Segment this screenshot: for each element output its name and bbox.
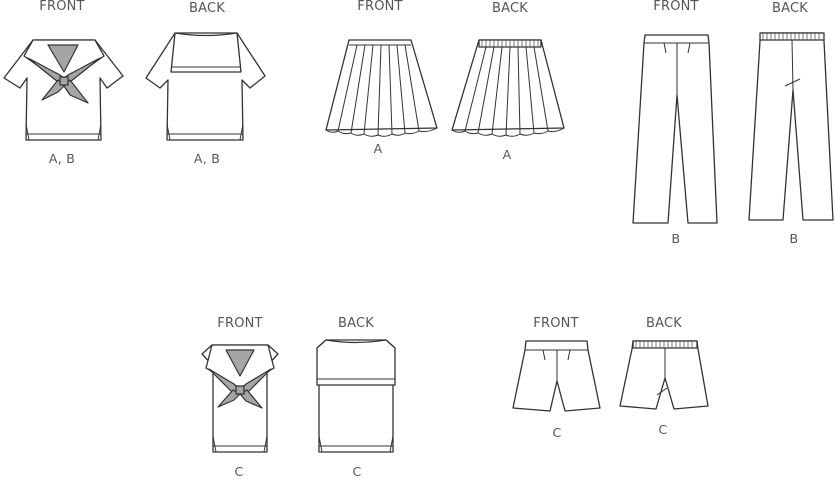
blouse-back-drawing	[145, 32, 266, 141]
skirt-back-heading: BACK	[492, 1, 528, 16]
top-c-front-drawing	[201, 344, 279, 453]
pants-back-drawing	[748, 32, 834, 221]
skirt-front-drawing	[325, 39, 438, 137]
blouse-back-label: A, B	[193, 151, 221, 166]
skirt-front-heading: FRONT	[357, 0, 403, 14]
pants-front-heading: FRONT	[653, 0, 699, 14]
top-c-back-label: C	[352, 464, 362, 479]
blouse-back-heading: BACK	[189, 1, 225, 16]
skirt-front-label: A	[373, 141, 383, 156]
top-c-back-drawing	[316, 339, 396, 453]
blouse-front-heading: FRONT	[39, 0, 85, 14]
shorts-front-heading: FRONT	[533, 316, 579, 331]
top-c-front-heading: FRONT	[217, 316, 263, 331]
shorts-back-heading: BACK	[646, 316, 682, 331]
top-c-back-heading: BACK	[338, 316, 374, 331]
blouse-front-label: A, B	[48, 151, 76, 166]
shorts-back-drawing	[619, 340, 709, 410]
pants-back-heading: BACK	[772, 1, 808, 16]
skirt-back-label: A	[502, 147, 512, 162]
pants-back-label: B	[789, 231, 799, 246]
shorts-back-label: C	[658, 422, 668, 437]
shorts-front-label: C	[552, 425, 562, 440]
blouse-front-drawing	[3, 39, 124, 141]
shorts-front-drawing	[512, 340, 601, 412]
top-c-front-label: C	[234, 464, 244, 479]
pants-front-drawing	[632, 34, 718, 224]
skirt-back-drawing	[451, 39, 565, 137]
pants-front-label: B	[671, 231, 681, 246]
